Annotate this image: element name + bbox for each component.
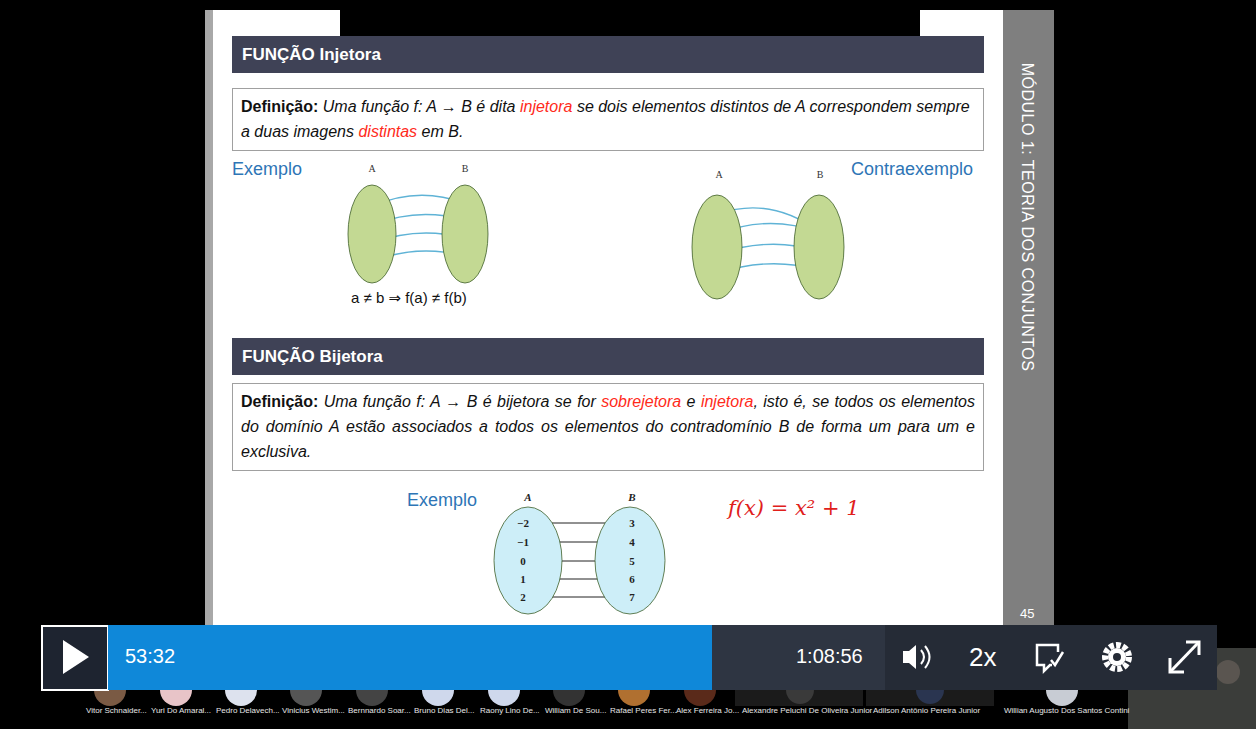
ellipse-outline: [793, 194, 845, 300]
heading-band: FUNÇÃO Injetora: [232, 36, 984, 73]
definition-text: injetora: [701, 393, 753, 410]
set-ellipse: B34567: [594, 506, 666, 615]
settings-icon: [1105, 645, 1129, 669]
fullscreen-icon: [1170, 642, 1199, 672]
set-element: 4: [629, 536, 635, 548]
control-strip: [885, 625, 1217, 690]
definition-box: Definição: Uma função f: A → B é dita in…: [232, 88, 984, 151]
participant-name: Rafael Peres Fer...: [610, 706, 677, 715]
captions-icon: [1037, 645, 1063, 671]
participant-name: Pedro Delavech...: [216, 706, 280, 715]
definition-text: Uma função f: A → B é dita: [323, 98, 516, 115]
set-element: −2: [517, 517, 529, 529]
set-element: 3: [629, 517, 635, 529]
definition-text: sobrejetora: [601, 393, 681, 410]
set-ellipse: A: [691, 194, 743, 300]
set-element: 5: [629, 555, 635, 567]
progress-played: [108, 625, 712, 690]
ellipse-outline: [691, 194, 743, 300]
module-title: MÓDULO 1: TEORIA DOS CONJUNTOS: [1016, 39, 1038, 395]
slide-page: [213, 10, 1003, 625]
set-name: A: [524, 491, 531, 503]
speed-button: 2x: [969, 642, 996, 673]
set-ellipse: B: [441, 184, 489, 284]
counterexample-caption: Contraexemplo: [851, 159, 973, 180]
example-caption: Exemplo: [232, 159, 302, 180]
definition-label: Definição:: [241, 98, 318, 115]
set-ellipse: B: [793, 194, 845, 300]
set-element: −1: [517, 536, 529, 548]
volume-icon: [903, 645, 930, 669]
definition-text: distintas: [358, 123, 417, 140]
progress-remaining: [712, 625, 885, 690]
set-element: 6: [629, 573, 635, 585]
handwritten-formula: f(x) = x² + 1: [728, 496, 860, 520]
participant-name: Raony Lino De...: [480, 706, 540, 715]
page-number: 45: [1020, 606, 1034, 621]
participant-name: Bruno Dias Del...: [414, 706, 474, 715]
set-ellipse: A−2−1012: [493, 506, 563, 615]
play-icon: [63, 640, 89, 674]
set-element: 7: [629, 591, 635, 603]
total-time: 1:08:56: [796, 645, 863, 668]
participant-name: Vinicius Westim...: [282, 706, 345, 715]
ellipse-outline: [441, 184, 489, 284]
ellipse-outline: [347, 184, 397, 284]
definition-text: e: [687, 393, 696, 410]
definition-text: Uma função f: A → B é bijetora se for: [324, 393, 596, 410]
definition-box: Definição: Uma função f: A → B é bijetor…: [232, 383, 984, 471]
implication-note: a ≠ b ⇒ f(a) ≠ f(b): [351, 289, 467, 307]
set-ellipse: A: [347, 184, 397, 284]
set-element: 1: [520, 573, 526, 585]
heading-text: FUNÇÃO Bijetora: [242, 346, 974, 367]
definition-text: em B.: [422, 123, 464, 140]
participant-name: Bernnardo Soar...: [348, 706, 411, 715]
set-name: B: [462, 163, 469, 174]
participant-name: Adilson Antônio Pereira Junior: [873, 706, 980, 715]
participant-name: Yuri Do Amaral...: [151, 706, 211, 715]
slide-sidebar: [1003, 10, 1054, 625]
play-button: [42, 626, 108, 690]
definition-text: injetora: [520, 98, 572, 115]
definition-label: Definição:: [241, 393, 318, 410]
heading-text: FUNÇÃO Injetora: [242, 44, 974, 65]
participant-name: Vitor Schnaider...: [86, 706, 147, 715]
participant-name: Alexandre Peluchi De Oliveira Junior: [742, 706, 872, 715]
set-name: B: [628, 491, 635, 503]
participant-name: William De Sou...: [545, 706, 606, 715]
set-name: B: [817, 169, 824, 180]
slide-edge: [205, 10, 213, 625]
heading-band: FUNÇÃO Bijetora: [232, 338, 984, 375]
participant-name: Willian Augusto Dos Santos Contini: [1004, 706, 1129, 715]
participant-name: Alex Ferreira Jo...: [676, 706, 739, 715]
example-caption: Exemplo: [407, 490, 477, 511]
set-name: A: [715, 169, 722, 180]
set-name: A: [368, 163, 375, 174]
set-element: 0: [520, 555, 526, 567]
elapsed-time: 53:32: [125, 645, 175, 668]
set-element: 2: [520, 591, 526, 603]
